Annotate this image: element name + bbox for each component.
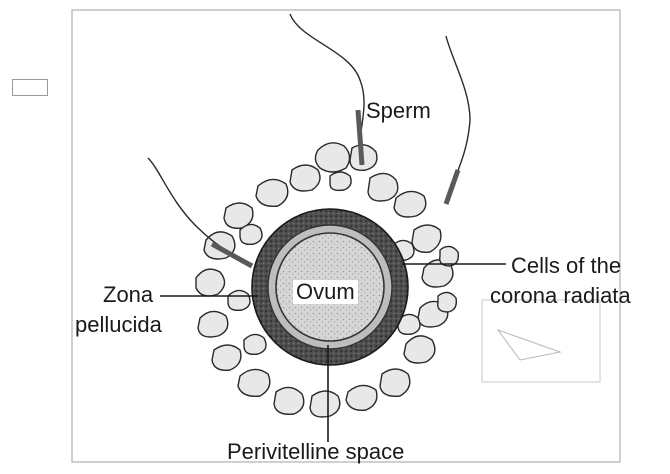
label-corona-line2: corona radiata bbox=[490, 283, 631, 308]
figure-frame bbox=[71, 9, 621, 463]
sperm-1-tail bbox=[289, 13, 365, 141]
sperm-2-body bbox=[443, 169, 461, 205]
label-zona-line2: pellucida bbox=[75, 312, 162, 337]
label-ovum: Ovum bbox=[293, 280, 358, 304]
label-perivitelline-space: Perivitelline space bbox=[227, 439, 405, 464]
side-tab-arrow bbox=[496, 328, 562, 361]
label-corona-line1: Cells of the bbox=[511, 253, 622, 278]
side-tab bbox=[481, 299, 601, 383]
corner-marker-box bbox=[12, 79, 48, 96]
label-sperm: Sperm bbox=[366, 98, 431, 123]
sperm-1-body bbox=[355, 109, 365, 166]
sperm-cells bbox=[147, 13, 471, 269]
label-zona-line1: Zona bbox=[103, 282, 154, 307]
label-leaders bbox=[160, 263, 506, 442]
sperm-3-body bbox=[210, 241, 254, 269]
